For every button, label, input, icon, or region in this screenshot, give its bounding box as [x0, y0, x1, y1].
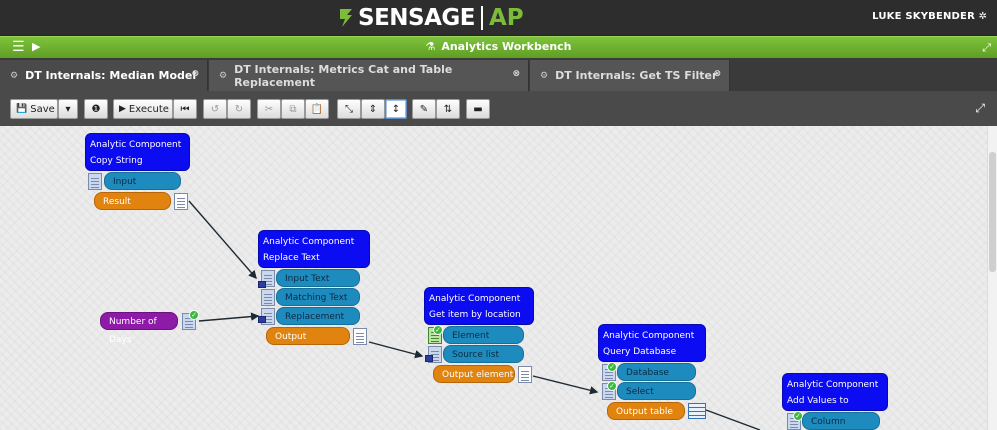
- paste-button[interactable]: 📋: [305, 99, 329, 119]
- flask-icon: ⚗: [425, 40, 436, 53]
- link-element-to-select: [532, 375, 599, 395]
- input-marker-icon: [258, 281, 266, 288]
- scissors-icon: ✂: [264, 103, 274, 115]
- close-icon[interactable]: ⊗: [191, 69, 199, 79]
- input-port-replacement-text[interactable]: Replacement Text: [276, 307, 360, 340]
- backward-icon: ⏮: [180, 103, 190, 115]
- info-button[interactable]: ❶: [84, 99, 108, 119]
- output-port-output[interactable]: Output: [266, 327, 350, 345]
- swap-icon: ⇅: [443, 103, 453, 115]
- tab-metrics-cat[interactable]: ⚙ DT Internals: Metrics Cat and Table Re…: [209, 60, 529, 91]
- undo-button[interactable]: ↺: [203, 99, 227, 119]
- document-icon: [261, 289, 275, 306]
- input-port-column[interactable]: Column: [802, 412, 880, 430]
- link-param-to-replacement: [198, 312, 260, 322]
- cogs-icon: ⚙: [219, 70, 228, 81]
- document-icon: [88, 173, 102, 190]
- vertical-arrow-icon: ↕: [391, 103, 401, 115]
- check-icon: ✓: [189, 310, 199, 320]
- input-port-input-text[interactable]: Input Text: [276, 269, 360, 287]
- sort-icon: ⇕: [368, 103, 378, 115]
- brand-name: SENSAGE: [358, 5, 475, 31]
- tab-median-model[interactable]: ⚙ DT Internals: Median Model ⊗: [0, 60, 208, 91]
- input-marker-icon: [258, 316, 266, 323]
- edit-button[interactable]: ✎: [412, 99, 436, 119]
- input-port-select-statement[interactable]: Select statement: [617, 382, 696, 415]
- compress-icon: ⤡: [345, 103, 353, 115]
- parameter-number-of-days[interactable]: Number of Days: [100, 312, 178, 345]
- app-header: SENSAGE AP LUKE SKYBENDER ✲: [0, 0, 997, 36]
- logo: SENSAGE AP: [337, 4, 524, 32]
- check-icon: ✓: [607, 381, 617, 391]
- output-port-output-element[interactable]: Output element: [433, 365, 515, 383]
- pencil-icon: ✎: [419, 103, 429, 115]
- sensage-logo-icon: [340, 9, 352, 27]
- workbench-bar: ☰ ▶ ⚗Analytics Workbench ⤢: [0, 36, 997, 58]
- user-menu[interactable]: LUKE SKYBENDER: [872, 11, 975, 22]
- component-header-copy-string[interactable]: Analytic Component Copy String: [85, 133, 190, 171]
- redo-button[interactable]: ↻: [227, 99, 251, 119]
- expand-icon[interactable]: ⤢: [982, 41, 991, 54]
- vertical-arrow-button[interactable]: ↕: [385, 99, 407, 119]
- undo-icon: ↺: [210, 103, 220, 115]
- output-port-result[interactable]: Result: [94, 192, 171, 210]
- scrollbar-thumb[interactable]: [989, 152, 996, 272]
- document-icon: [518, 366, 532, 383]
- document-icon: [174, 193, 188, 210]
- input-port-input[interactable]: Input: [104, 172, 181, 190]
- brand-separator: [480, 6, 483, 30]
- layout-icon: ▬: [473, 103, 483, 115]
- paste-icon: 📋: [310, 103, 324, 115]
- cogs-icon: ⚙: [540, 70, 549, 81]
- list-icon[interactable]: ☰: [12, 39, 25, 55]
- component-header-get-item[interactable]: Analytic Component Get item by location: [424, 287, 534, 325]
- info-icon: ❶: [91, 103, 101, 115]
- input-port-matching-text[interactable]: Matching Text: [276, 288, 360, 306]
- input-port-element-location[interactable]: Element Location: [443, 326, 524, 359]
- toolbar: 💾Save ▾ ❶ ▶Execute ⏮ ↺ ↻ ✂ ⧉ 📋 ⤡ ⇕ ↕ ✎ ⇅…: [0, 91, 997, 126]
- table-icon: [688, 403, 706, 419]
- close-icon[interactable]: ⊗: [713, 69, 721, 79]
- compress-button[interactable]: ⤡: [337, 99, 361, 119]
- brand-suffix: AP: [488, 5, 524, 31]
- gear-icon[interactable]: ✲: [978, 11, 987, 22]
- check-icon: ✓: [433, 325, 443, 335]
- workbench-title: ⚗Analytics Workbench: [425, 40, 572, 53]
- redo-icon: ↻: [234, 103, 244, 115]
- input-port-database[interactable]: Database: [617, 363, 696, 381]
- component-header-query-database[interactable]: Analytic Component Query Database: [598, 324, 706, 362]
- workflow-canvas[interactable]: Analytic Component Copy String Input Res…: [0, 126, 997, 430]
- close-icon[interactable]: ⊗: [512, 69, 520, 79]
- save-icon: 💾: [16, 104, 28, 114]
- copy-button[interactable]: ⧉: [281, 99, 305, 119]
- link-copy-to-replace: [188, 200, 257, 280]
- fullscreen-icon[interactable]: ⤢: [975, 101, 985, 115]
- cogs-icon: ⚙: [10, 70, 19, 81]
- save-button[interactable]: 💾Save: [10, 99, 58, 119]
- vertical-scrollbar[interactable]: [987, 126, 997, 430]
- step-back-button[interactable]: ⏮: [173, 99, 197, 119]
- play-arrow-icon[interactable]: ▶: [32, 40, 41, 53]
- vertical-spacing-button[interactable]: ⇕: [361, 99, 385, 119]
- check-icon: ✓: [607, 362, 617, 372]
- input-port-source-list[interactable]: Source list: [443, 345, 524, 363]
- swap-button[interactable]: ⇅: [436, 99, 460, 119]
- component-header-add-values[interactable]: Analytic Component Add Values to Column: [782, 373, 888, 422]
- link-table-to-column: [705, 409, 761, 430]
- play-icon: ▶: [119, 104, 126, 114]
- document-icon: [353, 328, 367, 345]
- caret-down-icon: ▾: [65, 103, 71, 115]
- connection-lines: [188, 200, 761, 430]
- input-marker-icon: [425, 355, 433, 362]
- tab-bar: ⚙ DT Internals: Median Model ⊗ ⚙ DT Inte…: [0, 58, 997, 91]
- save-dropdown-button[interactable]: ▾: [58, 99, 78, 119]
- component-header-replace-text[interactable]: Analytic Component Replace Text: [258, 230, 370, 268]
- link-replace-to-source: [368, 341, 424, 359]
- layout-button[interactable]: ▬: [466, 99, 490, 119]
- output-port-output-table[interactable]: Output table: [607, 402, 685, 420]
- tab-get-ts-filter[interactable]: ⚙ DT Internals: Get TS Filter ⊗: [530, 60, 730, 91]
- execute-button[interactable]: ▶Execute: [113, 99, 173, 119]
- copy-icon: ⧉: [289, 103, 297, 115]
- cut-button[interactable]: ✂: [257, 99, 281, 119]
